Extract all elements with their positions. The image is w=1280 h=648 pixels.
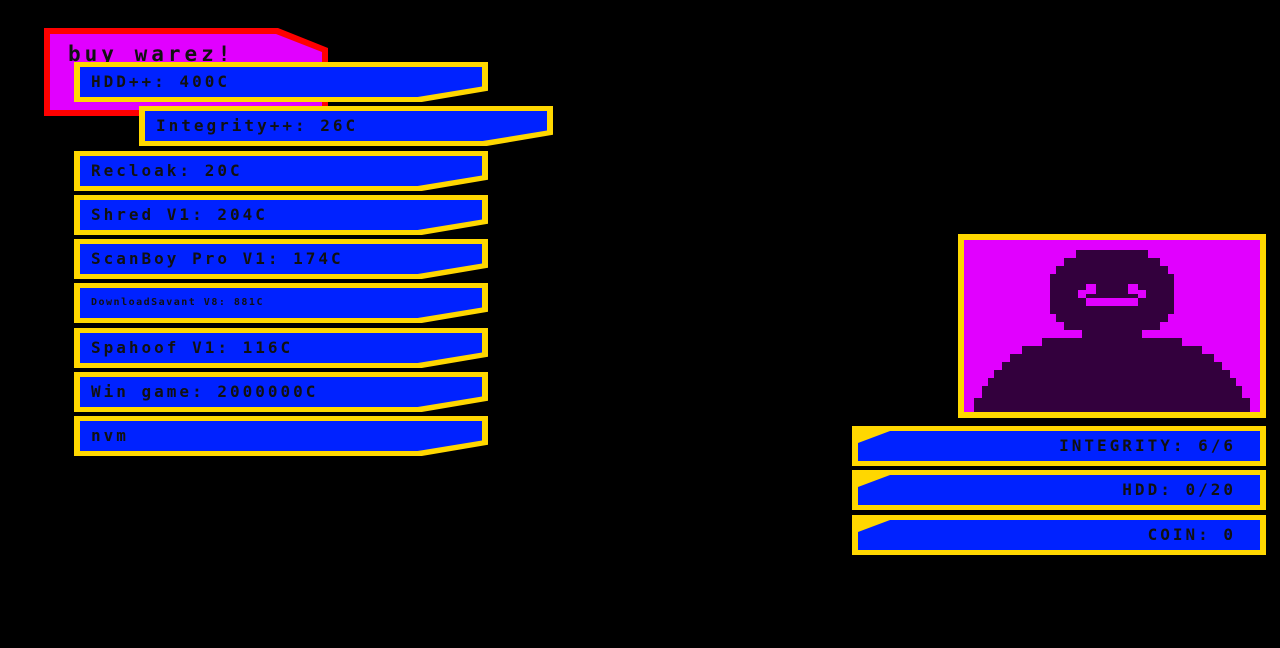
shop-item-spahoof[interactable]: Spahoof V1: 116C — [74, 328, 488, 368]
shop-item-integrity-upgrade[interactable]: Integrity++: 26C — [139, 106, 553, 146]
shop-item-scanboy[interactable]: ScanBoy Pro V1: 174C — [74, 239, 488, 279]
shop-item-label: nvm — [91, 426, 129, 445]
coin-stat-label: COIN: 0 — [1147, 525, 1236, 544]
shop-item-label: Integrity++: 26C — [156, 116, 359, 135]
smiling-hacker-avatar-icon — [974, 250, 1250, 412]
hdd-stat-label: HDD: 0/20 — [1122, 480, 1236, 499]
shop-item-shred[interactable]: Shred V1: 204C — [74, 195, 488, 235]
player-portrait-frame — [958, 234, 1266, 418]
coin-stat: COIN: 0 — [852, 515, 1266, 555]
hdd-stat: HDD: 0/20 — [852, 470, 1266, 510]
player-portrait — [964, 240, 1260, 412]
shop-item-label: Recloak: 20C — [91, 161, 243, 180]
shop-item-cancel[interactable]: nvm — [74, 416, 488, 456]
shop-item-win-game[interactable]: Win game: 2000000C — [74, 372, 488, 412]
shop-item-recloak[interactable]: Recloak: 20C — [74, 151, 488, 191]
shop-item-label: ScanBoy Pro V1: 174C — [91, 249, 344, 268]
shop-item-hdd-upgrade[interactable]: HDD++: 400C — [74, 62, 488, 102]
shop-item-label: Spahoof V1: 116C — [91, 338, 294, 357]
integrity-stat-label: INTEGRITY: 6/6 — [1059, 436, 1236, 455]
shop-item-label: HDD++: 400C — [91, 72, 230, 91]
shop-item-downloadsavant[interactable]: DownloadSavant V8: 881C — [74, 283, 488, 323]
integrity-stat: INTEGRITY: 6/6 — [852, 426, 1266, 466]
shop-item-label: DownloadSavant V8: 881C — [91, 297, 264, 308]
shop-item-label: Shred V1: 204C — [91, 205, 268, 224]
shop-item-label: Win game: 2000000C — [91, 382, 319, 401]
